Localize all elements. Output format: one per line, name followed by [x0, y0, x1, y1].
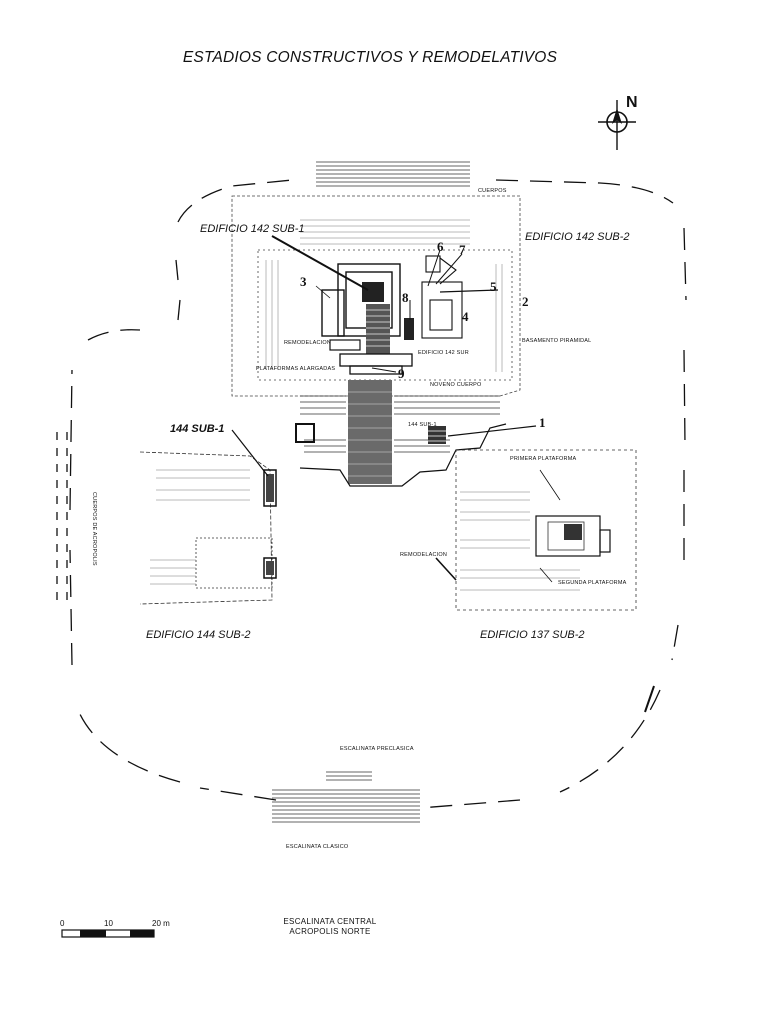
- marker-2: 2: [522, 294, 529, 309]
- north-arrow-icon: [598, 100, 636, 150]
- platform-terraces: [265, 219, 503, 372]
- label-escalinata-clasica: ESCALINATA CLASICO: [286, 844, 349, 850]
- label-cuerpos-top: CUERPOS: [478, 188, 507, 194]
- east-block-142: [428, 426, 446, 444]
- scale-end: 20 m: [152, 919, 170, 928]
- scale-mid: 10: [104, 919, 113, 928]
- label-remodelacion-a: REMODELACION: [284, 340, 331, 346]
- label-edificio-144-sub2: EDIFICIO 144 SUB-2: [146, 629, 251, 641]
- edificio-144-terraces: [150, 469, 250, 585]
- west-block-142: [295, 423, 315, 443]
- marker-7: 7: [459, 242, 466, 257]
- label-144-sub1-small: 144 SUB-1: [408, 422, 437, 428]
- edificio-142-sub1-block: [362, 282, 384, 302]
- edificio-142-sub2-platform: [231, 195, 521, 397]
- label-noveno-cuerpo: NOVENO CUERPO: [430, 382, 482, 388]
- plataformas-alargadas: [339, 353, 413, 375]
- label-cuerpos-acropolis: CUERPOS DE ACROPOLIS: [91, 492, 97, 566]
- label-escalinata-preclasica: ESCALINATA PRECLASICA: [340, 746, 414, 752]
- marker-1: 1: [539, 415, 546, 430]
- label-remodelacion-b: REMODELACION: [400, 552, 447, 558]
- marker-5: 5: [490, 279, 497, 294]
- central-stair-142: [366, 304, 390, 354]
- central-stair-corridor: [348, 380, 392, 484]
- noveno-cuerpo-terraces: [300, 395, 500, 453]
- north-stairs: [316, 161, 470, 187]
- marker-9: 9: [398, 366, 405, 381]
- plan-title: ESTADIOS CONSTRUCTIVOS Y REMODELATIVOS: [183, 49, 558, 66]
- marker-6: 6: [437, 239, 444, 254]
- north-label: N: [626, 94, 638, 111]
- label-edificio-142-sur: EDIFICIO 142 SUR: [418, 350, 469, 356]
- cuerpos-acropolis-marks: [56, 432, 68, 600]
- edificio-144: [139, 451, 273, 605]
- scale-bar: [61, 929, 155, 938]
- leader-lines: [231, 235, 537, 477]
- caption-line2: ACROPOLIS NORTE: [289, 927, 370, 936]
- escalinata-clasica: [272, 789, 420, 823]
- acropolis-outline: [69, 179, 687, 809]
- marker-3: 3: [300, 274, 307, 289]
- label-edificio-142-sub1: EDIFICIO 142 SUB-1: [200, 223, 305, 235]
- marker-4: 4: [462, 309, 469, 324]
- caption-line1: ESCALINATA CENTRAL: [283, 917, 376, 926]
- label-segunda-plataforma: SEGUNDA PLATAFORMA: [558, 580, 627, 586]
- edificio-144-sub1-block: [263, 469, 277, 579]
- label-edificio-137-sub2: EDIFICIO 137 SUB-2: [480, 629, 585, 641]
- escalinata-preclasica: [326, 771, 372, 781]
- edificio-137-core: [564, 524, 611, 553]
- edificio-137-terraces: [460, 491, 580, 591]
- scale-zero: 0: [60, 919, 65, 928]
- label-plataformas: PLATAFORMAS ALARGADAS: [256, 366, 335, 372]
- label-edificio-142-sub2: EDIFICIO 142 SUB-2: [525, 231, 630, 243]
- label-primera-plataforma: PRIMERA PLATAFORMA: [510, 456, 576, 462]
- label-144-sub1: 144 SUB-1: [170, 423, 224, 435]
- label-basamento: BASAMENTO PIRAMIDAL: [522, 338, 591, 344]
- marker-8: 8: [402, 290, 409, 305]
- edificio-142-sur: [421, 255, 463, 339]
